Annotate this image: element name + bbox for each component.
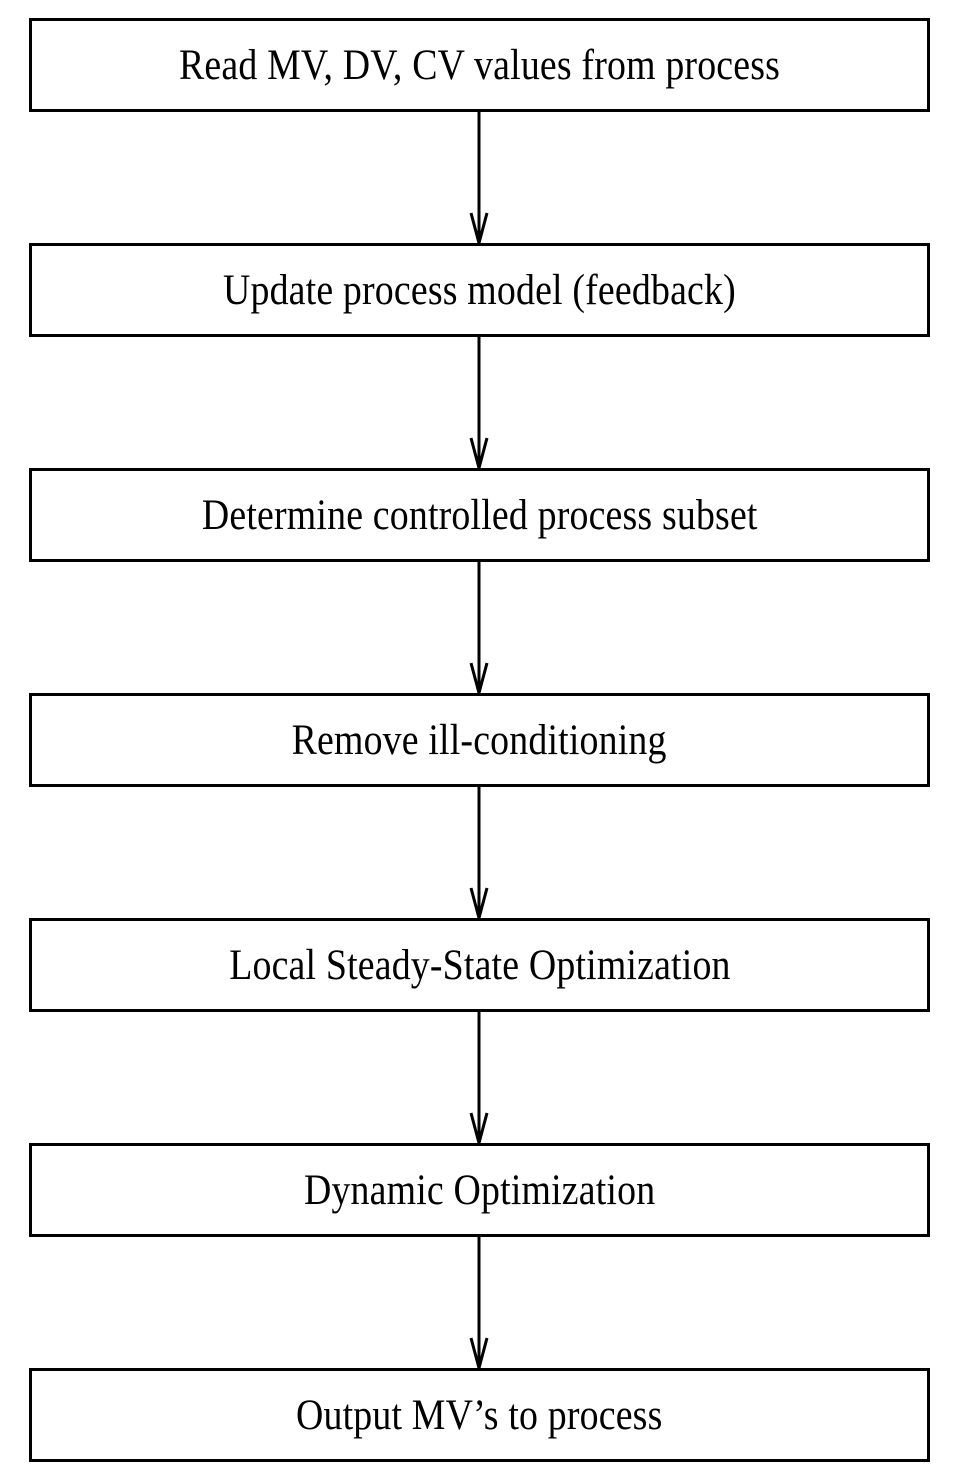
flowchart-node-dynamic-optimization[interactable]: Dynamic Optimization — [29, 1143, 930, 1237]
flowchart-node-read-values[interactable]: Read MV, DV, CV values from process — [29, 18, 930, 112]
flowchart-arrow-1 — [455, 112, 503, 243]
flowchart-node-label: Determine controlled process subset — [201, 491, 758, 539]
flowchart-node-label: Remove ill-conditioning — [291, 716, 668, 764]
flowchart-node-remove-ill-conditioning[interactable]: Remove ill-conditioning — [29, 693, 930, 787]
flowchart-node-local-steady-state-optimization[interactable]: Local Steady-State Optimization — [29, 918, 930, 1012]
flowchart-arrow-2 — [455, 337, 503, 468]
flowchart-node-update-model[interactable]: Update process model (feedback) — [29, 243, 930, 337]
flowchart-node-label: Read MV, DV, CV values from process — [178, 41, 781, 89]
flowchart-node-label: Dynamic Optimization — [303, 1166, 656, 1214]
flowchart-arrow-4 — [455, 787, 503, 918]
flowchart-arrow-3 — [455, 562, 503, 693]
flowchart-node-determine-subset[interactable]: Determine controlled process subset — [29, 468, 930, 562]
flowchart-arrow-5 — [455, 1012, 503, 1143]
flowchart-node-label: Local Steady-State Optimization — [228, 941, 731, 989]
flowchart-node-label: Update process model (feedback) — [223, 266, 736, 314]
flowchart-node-label: Output MV’s to process — [296, 1391, 663, 1439]
flowchart-arrow-6 — [455, 1237, 503, 1368]
flowchart-node-output-mvs[interactable]: Output MV’s to process — [29, 1368, 930, 1462]
